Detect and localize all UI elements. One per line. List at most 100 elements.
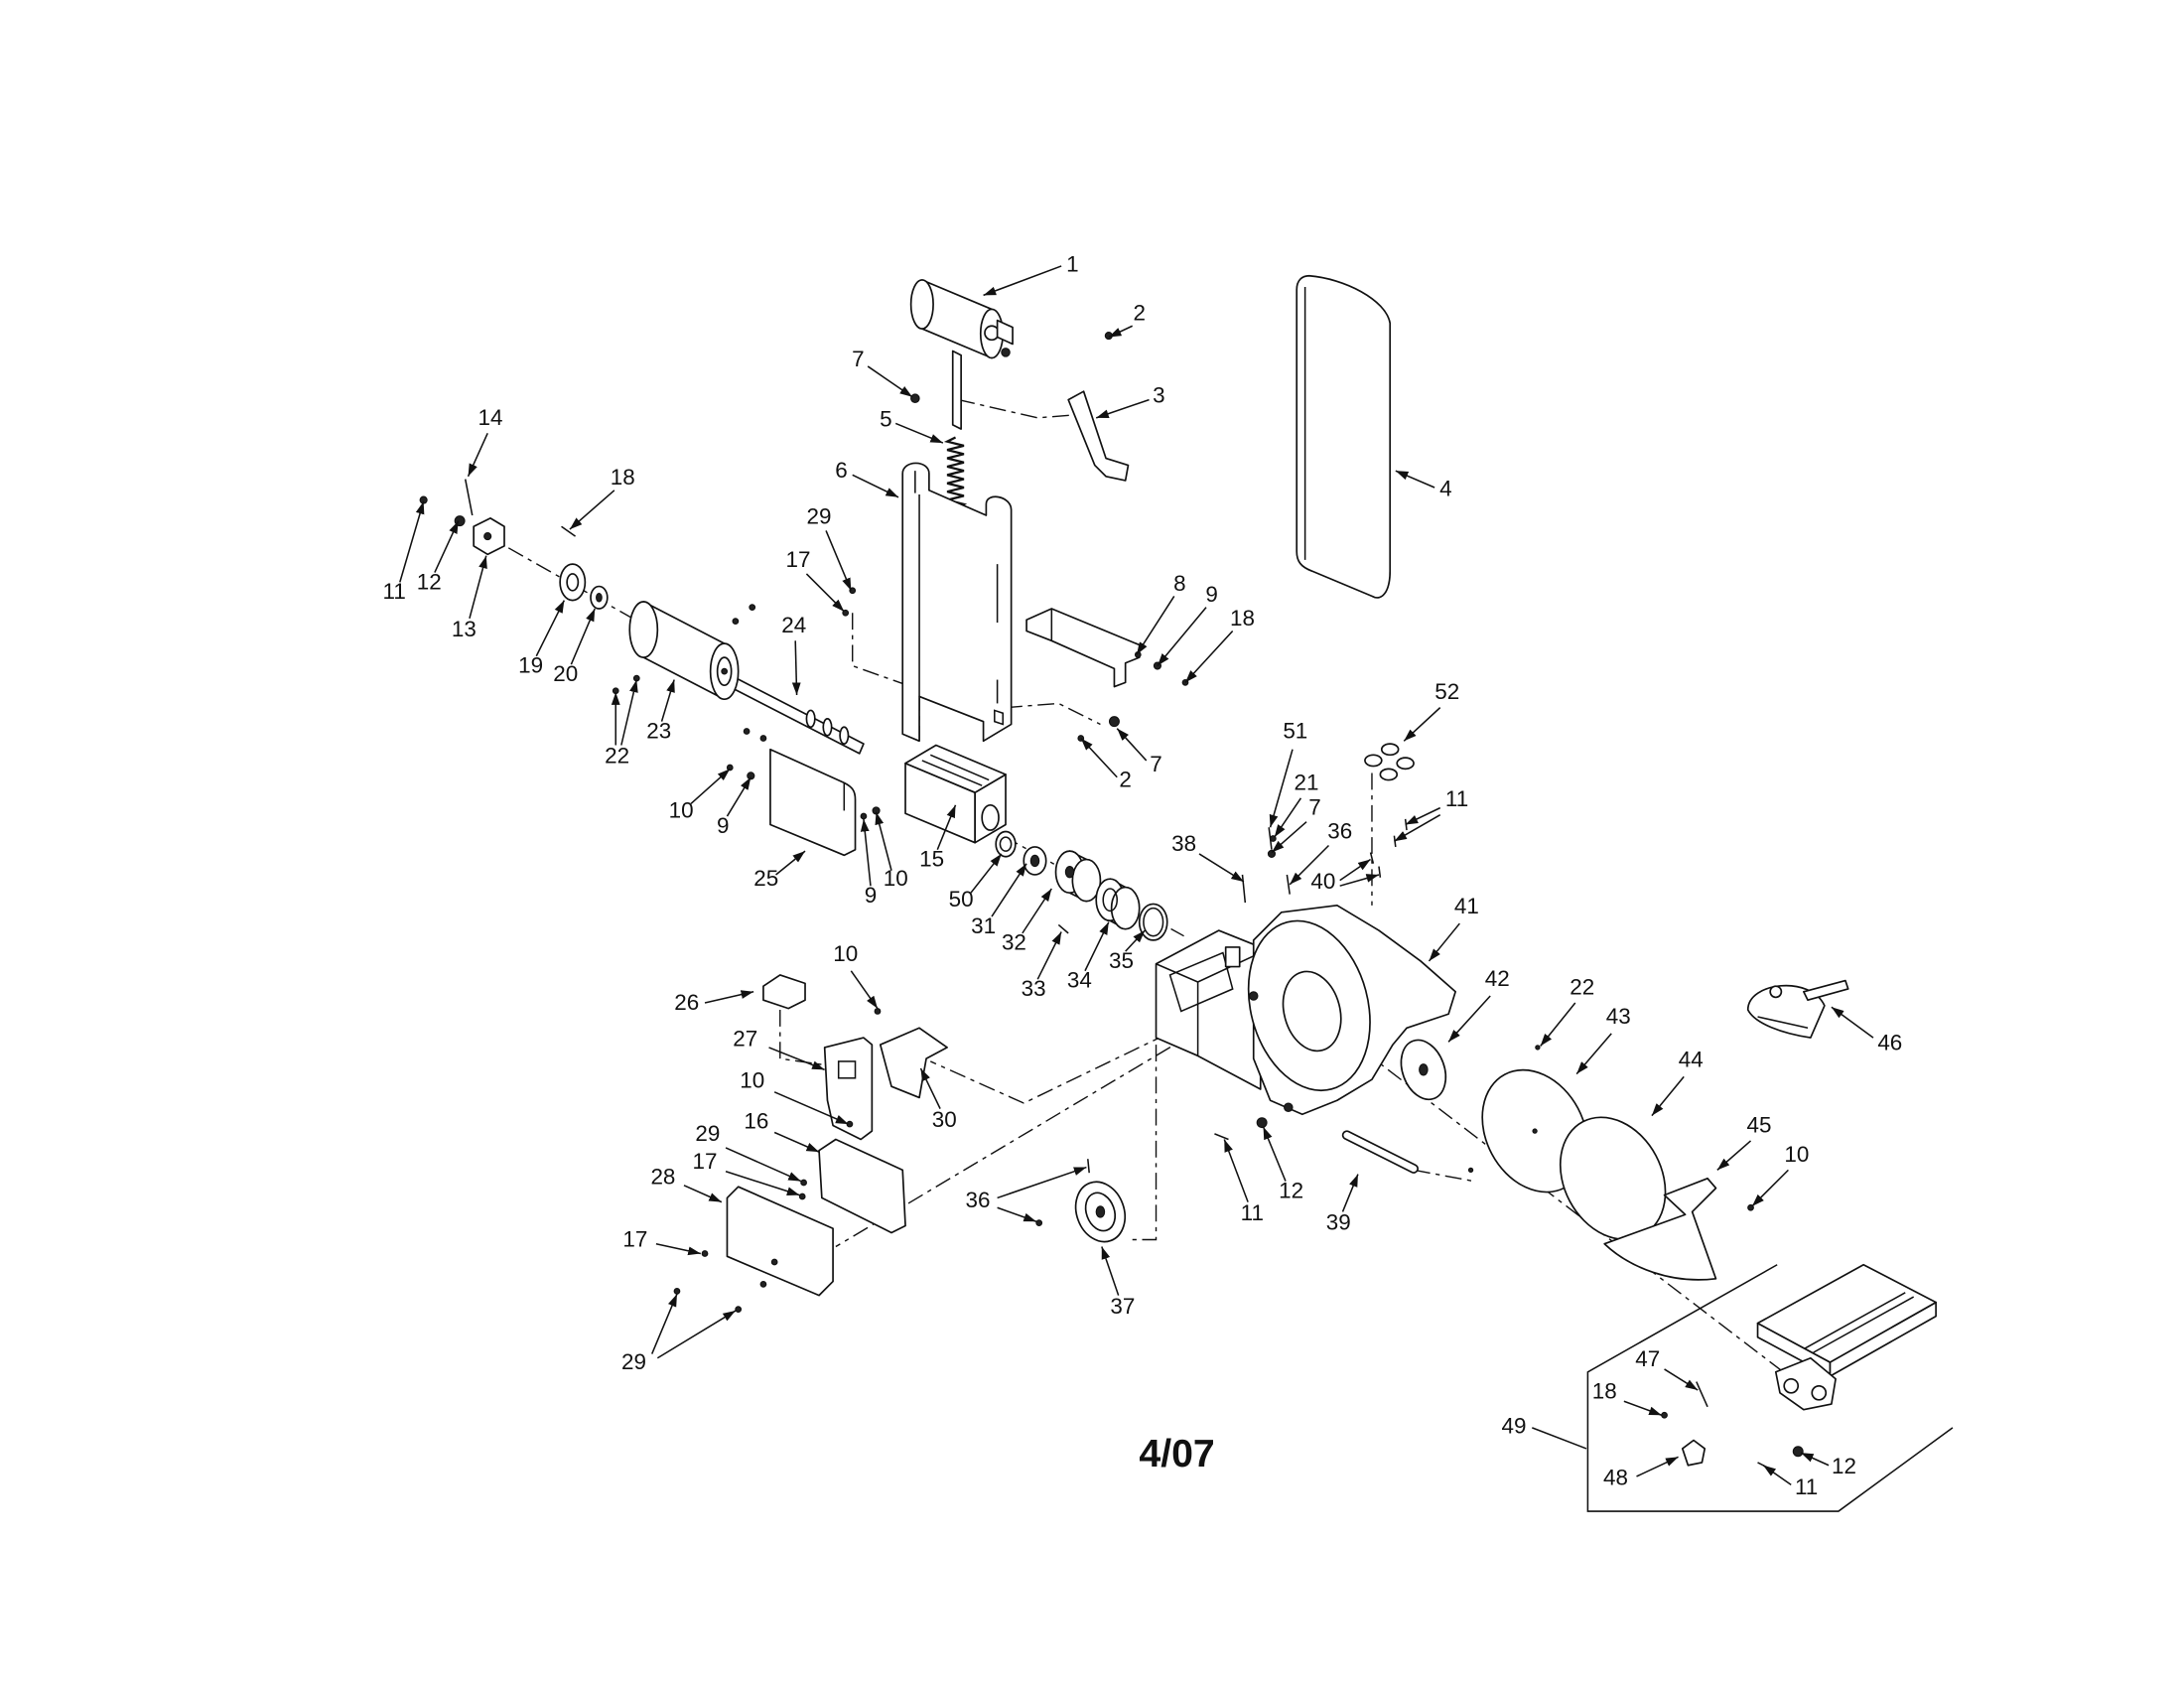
part-bearing <box>590 585 609 610</box>
callout: 11 <box>383 500 425 604</box>
leader-arrow <box>1289 844 1330 886</box>
callout-number: 25 <box>753 866 778 891</box>
callout: 45 <box>1716 1112 1771 1171</box>
part-disc-guard <box>1603 1177 1717 1281</box>
leader-arrow <box>1274 797 1302 838</box>
callout-number: 50 <box>949 887 974 912</box>
leader-arrow <box>1762 1465 1792 1486</box>
callout: 24 <box>781 613 806 696</box>
callout: 32 <box>1002 888 1052 955</box>
callout: 37 <box>1101 1246 1135 1319</box>
leader-arrow <box>535 600 566 657</box>
leader-arrow <box>1108 325 1134 339</box>
callout-number: 36 <box>1327 818 1352 843</box>
leader-arrow <box>1269 749 1294 828</box>
callout-number: 49 <box>1502 1413 1527 1438</box>
callout-number: 36 <box>965 1188 990 1212</box>
callout: 2 <box>1080 737 1132 792</box>
leader-arrow <box>725 1147 802 1183</box>
leader-arrow <box>1223 1139 1249 1202</box>
leader-arrow <box>1636 1456 1679 1477</box>
leader-arrow <box>852 474 899 498</box>
leader-arrow <box>1116 728 1148 762</box>
callout: 10 <box>875 811 908 891</box>
callout: 29 <box>695 1121 802 1183</box>
leader-arrow <box>434 520 460 573</box>
callout-number: 44 <box>1679 1048 1704 1072</box>
part-idler-roller <box>909 279 1014 430</box>
leader-arrow <box>936 804 957 851</box>
part-flange <box>559 563 587 602</box>
callout-number: 2 <box>1133 301 1145 326</box>
callout: 29 <box>807 503 853 592</box>
part-belt-guard <box>769 748 857 857</box>
leader-arrow <box>1751 1169 1789 1207</box>
callout-number: 7 <box>852 347 864 371</box>
callout-number: 9 <box>717 813 729 838</box>
part-drive-shaft <box>718 670 865 755</box>
callout-number: 18 <box>611 465 635 490</box>
leader-arrow <box>1716 1140 1752 1171</box>
leader-arrow <box>683 1185 723 1203</box>
part-motor-housing <box>1155 904 1456 1116</box>
leader-arrow <box>726 776 751 817</box>
callout-number: 26 <box>674 990 699 1015</box>
callout: 22 <box>605 679 638 769</box>
leader-arrow <box>773 1091 849 1125</box>
callout-number: 18 <box>1230 606 1255 631</box>
callout: 51 <box>1269 718 1307 828</box>
callout: 11 <box>1223 1139 1264 1225</box>
callout: 9 <box>1157 582 1218 667</box>
leader-arrow <box>775 850 806 876</box>
callout-number: 23 <box>646 718 671 743</box>
callout: 20 <box>553 608 596 686</box>
callout: 17 <box>622 1227 701 1256</box>
leader-line <box>1532 1427 1587 1450</box>
part-rubber-feet <box>1364 743 1415 781</box>
part-belt-frame <box>901 462 1013 743</box>
leader-arrow <box>768 1047 825 1071</box>
callout-number: 16 <box>744 1108 768 1133</box>
leader-arrow <box>1136 595 1175 655</box>
callout: 10 <box>1751 1142 1809 1207</box>
callout-number: 12 <box>417 569 442 594</box>
callout-number: 18 <box>1592 1378 1617 1403</box>
callout: 52 <box>1403 679 1459 742</box>
callout: 14 <box>467 405 502 478</box>
callout-number: 17 <box>622 1227 647 1252</box>
callout-number: 10 <box>669 797 694 822</box>
callout-number: 10 <box>1784 1142 1809 1167</box>
callout-number: 32 <box>1002 930 1026 955</box>
callout: 50 <box>949 853 1003 912</box>
callout: 42 <box>1447 966 1510 1043</box>
callout-number: 47 <box>1635 1346 1660 1371</box>
callout-number: 9 <box>865 883 877 908</box>
callout-number: 10 <box>833 941 858 966</box>
leader-arrow <box>1184 630 1234 683</box>
callout: 9 <box>717 776 751 838</box>
callout: 18 <box>1592 1378 1663 1416</box>
callout: 10 <box>740 1068 849 1125</box>
callout-number: 33 <box>1022 976 1046 1001</box>
leader-arrow <box>1540 1002 1576 1047</box>
callout: 5 <box>880 406 944 444</box>
leader-arrow <box>570 608 596 665</box>
callout: 19 <box>518 600 566 678</box>
callout-number: 40 <box>1310 869 1335 894</box>
part-disc-hub <box>1400 1039 1447 1101</box>
leader-arrow <box>467 432 488 478</box>
callout: 3 <box>1095 382 1165 419</box>
callout-number: 15 <box>919 847 944 872</box>
part-tracking-bracket <box>473 517 505 556</box>
callout-number: 11 <box>1445 786 1468 811</box>
callout-number: 10 <box>884 866 908 891</box>
callout-number: 17 <box>693 1149 718 1174</box>
callout: 12 <box>1262 1126 1303 1202</box>
callout: 18 <box>1184 606 1255 683</box>
callout-number: 21 <box>1295 770 1319 794</box>
callout-number: 29 <box>695 1121 720 1146</box>
callout: 35 <box>1109 929 1146 973</box>
callout: 12 <box>417 520 460 594</box>
callout-number: 42 <box>1485 966 1510 991</box>
